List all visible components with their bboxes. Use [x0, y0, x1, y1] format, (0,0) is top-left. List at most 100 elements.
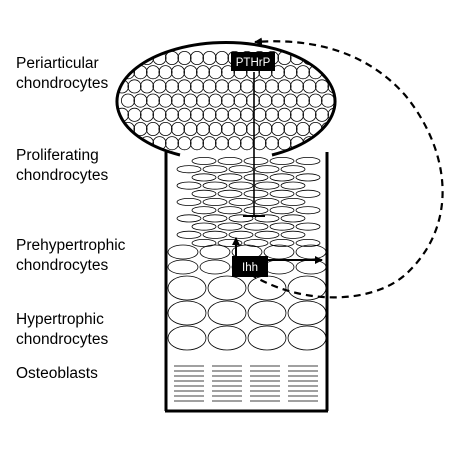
- periarticular-cell: [177, 136, 192, 151]
- proliferating-cell: [243, 222, 269, 231]
- proliferating-cell: [269, 206, 295, 215]
- proliferating-cell: [254, 165, 280, 174]
- periarticular-cell: [258, 122, 273, 137]
- proliferating-cell: [295, 238, 321, 247]
- periarticular-cell: [145, 65, 160, 80]
- periarticular-cell: [202, 136, 217, 151]
- proliferating-cell: [280, 197, 306, 206]
- hypertrophic-cell: [167, 275, 207, 301]
- proliferating-cell: [243, 189, 269, 198]
- proliferating-cell: [191, 206, 217, 215]
- periarticular-cell: [133, 122, 148, 137]
- hypertrophic-cell: [207, 325, 247, 351]
- proliferating-cell: [295, 173, 321, 182]
- periarticular-cell: [220, 122, 235, 137]
- proliferating-cell: [295, 189, 321, 198]
- periarticular-cell: [283, 93, 298, 108]
- proliferating-cell: [217, 189, 243, 198]
- periarticular-cell: [127, 51, 142, 66]
- proliferating-cell: [295, 156, 321, 165]
- proliferating-cell: [243, 238, 269, 247]
- periarticular-cell: [170, 93, 185, 108]
- ihh-signal: Ihh: [232, 256, 268, 277]
- hypertrophic-cell: [287, 300, 327, 326]
- periarticular-cell: [233, 122, 248, 137]
- proliferating-cell: [191, 173, 217, 182]
- periarticular-cell: [252, 79, 267, 94]
- periarticular-cell: [214, 79, 229, 94]
- periarticular-cell: [177, 51, 192, 66]
- periarticular-cell: [177, 79, 192, 94]
- periarticular-cell: [189, 107, 204, 122]
- periarticular-cell: [183, 65, 198, 80]
- proliferating-cell: [228, 230, 254, 239]
- periarticular-cell: [245, 93, 260, 108]
- svg-text:PTHrP: PTHrP: [236, 57, 271, 69]
- periarticular-cell: [270, 93, 285, 108]
- hypertrophic-cell: [167, 300, 207, 326]
- proliferating-cell: [269, 173, 295, 182]
- periarticular-cell: [214, 136, 229, 151]
- proliferating-cell: [295, 206, 321, 215]
- hypertrophic-cell: [167, 325, 207, 351]
- hypertrophic-cell: [247, 325, 287, 351]
- growth-plate-outline: [115, 41, 337, 157]
- periarticular-cell: [327, 136, 335, 151]
- periarticular-cell: [158, 122, 173, 137]
- periarticular-cell: [270, 65, 285, 80]
- periarticular-cell: [214, 107, 229, 122]
- proliferating-cell: [202, 165, 228, 174]
- periarticular-cell: [320, 93, 335, 108]
- zone-label-proliferating: Proliferating chondrocytes: [16, 147, 109, 184]
- hypertrophic-cell: [247, 275, 287, 301]
- periarticular-cell: [208, 65, 223, 80]
- zone-label-hypertrophic: Hypertrophic chondrocytes: [16, 311, 109, 348]
- prehypertrophic-cell: [199, 244, 231, 260]
- proliferating-cell: [217, 156, 243, 165]
- periarticular-cell: [327, 51, 335, 66]
- hypertrophic-cell: [207, 300, 247, 326]
- periarticular-cell: [208, 93, 223, 108]
- periarticular-cell: [314, 107, 329, 122]
- periarticular-cell: [220, 93, 235, 108]
- periarticular-cell: [170, 122, 185, 137]
- proliferating-cell: [295, 222, 321, 231]
- periarticular-cell: [202, 79, 217, 94]
- proliferating-cell: [269, 238, 295, 247]
- periarticular-cell: [264, 136, 279, 151]
- periarticular-cell: [220, 65, 235, 80]
- zone-label-periarticular: Periarticular chondrocytes: [16, 55, 109, 92]
- proliferating-cell: [191, 156, 217, 165]
- proliferating-cell: [191, 222, 217, 231]
- periarticular-cell: [308, 93, 323, 108]
- periarticular-cell: [183, 93, 198, 108]
- periarticular-cell: [283, 65, 298, 80]
- periarticular-cell: [295, 122, 310, 137]
- proliferating-cell: [191, 189, 217, 198]
- proliferating-cell: [228, 197, 254, 206]
- svg-text:Ihh: Ihh: [242, 262, 258, 274]
- proliferating-cell: [280, 230, 306, 239]
- periarticular-cell: [252, 107, 267, 122]
- periarticular-cell: [164, 51, 179, 66]
- periarticular-cell: [314, 51, 329, 66]
- periarticular-cell: [252, 136, 267, 151]
- proliferating-cell: [243, 173, 269, 182]
- proliferating-cell: [269, 156, 295, 165]
- prehypertrophic-cell: [263, 259, 295, 275]
- periarticular-cell: [227, 136, 242, 151]
- periarticular-cell: [183, 122, 198, 137]
- proliferating-cell: [217, 173, 243, 182]
- periarticular-cell: [333, 122, 335, 137]
- proliferating-cell: [228, 165, 254, 174]
- proliferating-cell: [254, 214, 280, 223]
- periarticular-cell: [145, 93, 160, 108]
- periarticular-cell: [195, 122, 210, 137]
- proliferating-cell: [176, 230, 202, 239]
- proliferating-cell: [280, 165, 306, 174]
- proliferating-cell: [280, 181, 306, 190]
- pthrp-signal: PTHrP: [231, 52, 275, 71]
- hypertrophic-cell: [207, 275, 247, 301]
- periarticular-cell: [208, 122, 223, 137]
